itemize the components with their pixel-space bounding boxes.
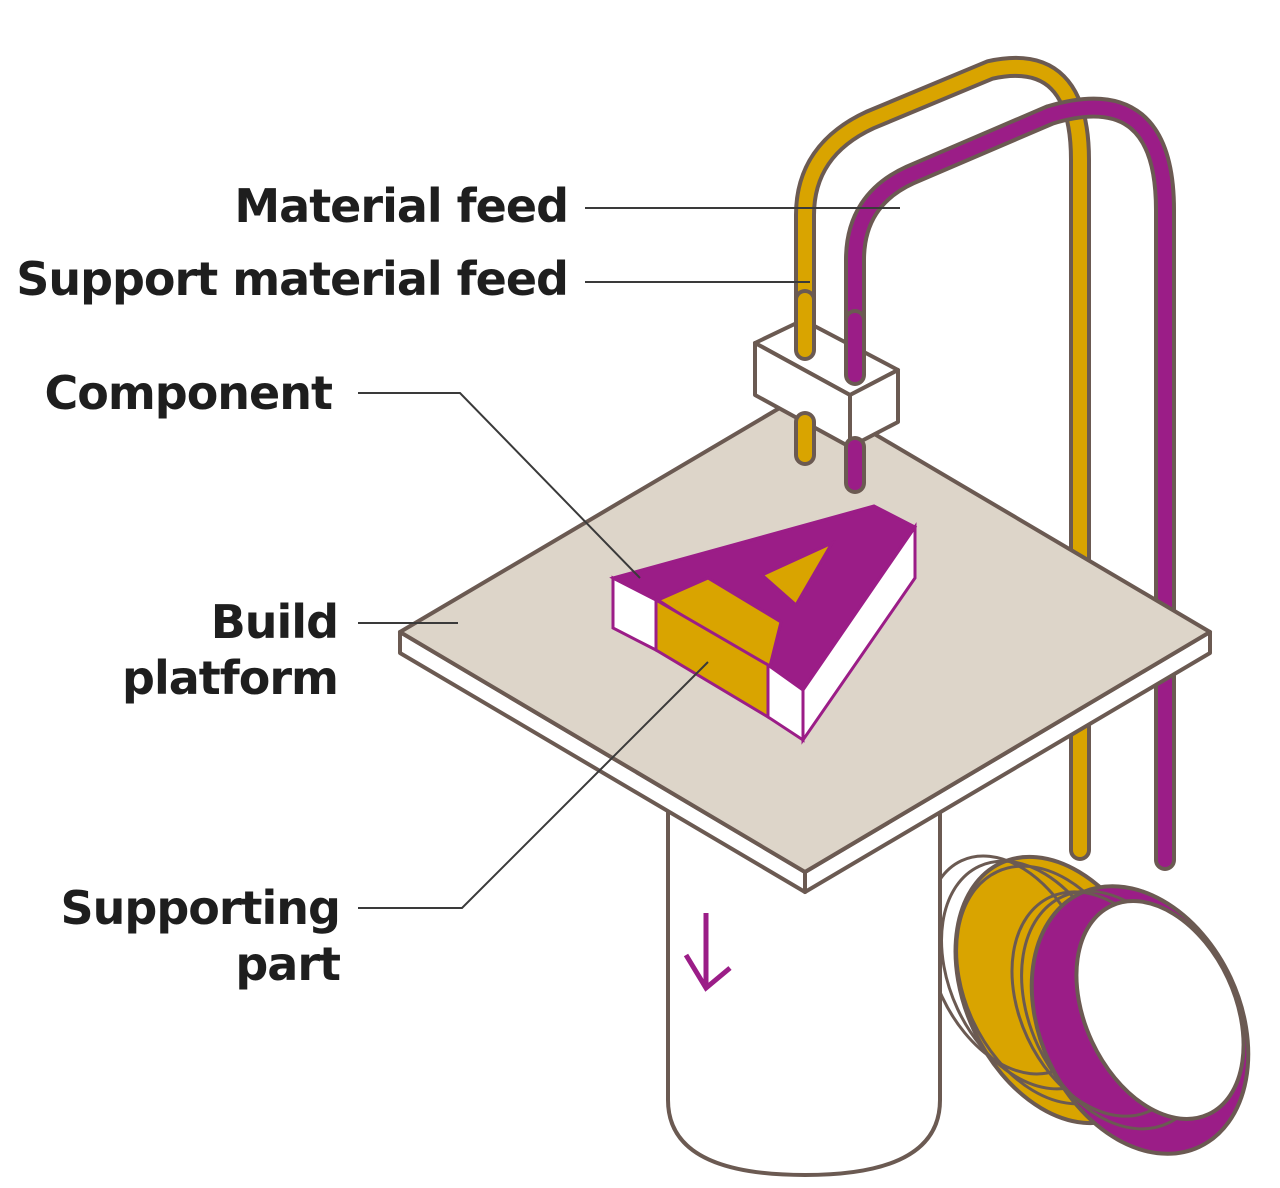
label-supporting-part-line1: Supporting: [60, 881, 341, 935]
leader-component: [358, 392, 641, 579]
label-build-platform-line1: Build: [210, 595, 339, 649]
component-letter-a: [609, 504, 918, 745]
arrow-down-icon: [683, 913, 732, 992]
label-supporting-part-line2: part: [235, 937, 341, 991]
feed-tubes: [794, 55, 1176, 871]
print-head: [753, 289, 900, 494]
label-component: Component: [44, 366, 333, 420]
label-build-platform: Build platform: [122, 594, 339, 706]
leader-supporting-part: [358, 661, 709, 909]
label-build-platform-line2: platform: [122, 651, 339, 705]
label-supporting-part: Supporting part: [60, 880, 341, 992]
label-support-material-feed: Support material feed: [16, 252, 569, 306]
leader-lines: [358, 207, 900, 909]
label-material-feed: Material feed: [234, 179, 569, 233]
support-column: [666, 778, 942, 1178]
filament-spool: [924, 854, 1251, 1156]
